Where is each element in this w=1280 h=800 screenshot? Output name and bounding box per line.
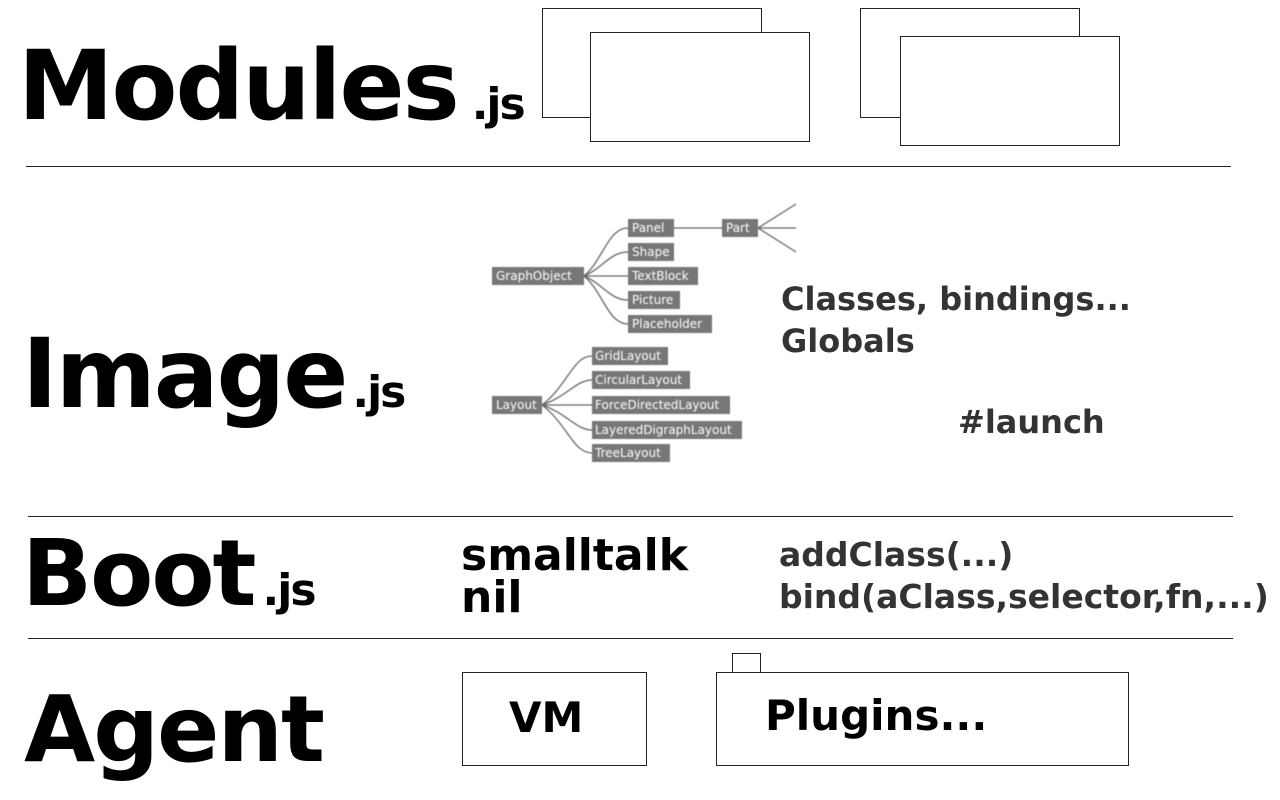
node-part bbox=[722, 219, 758, 237]
node-layereddigraphlayout-label: LayeredDigraphLayout bbox=[595, 423, 732, 437]
node-graphobject bbox=[492, 267, 584, 285]
boot-name: Boot bbox=[22, 520, 257, 627]
image-classes-text: Classes, bindings... bbox=[781, 280, 1131, 318]
plugins-tab bbox=[732, 653, 761, 674]
plugins-label: Plugins... bbox=[765, 691, 988, 740]
modules-name: Modules bbox=[18, 30, 460, 142]
divider-1 bbox=[26, 166, 1231, 167]
boot-nil-text: nil bbox=[461, 572, 523, 623]
class-hierarchy-diagram: GraphObject Panel Shape TextBlock Pictur… bbox=[492, 203, 797, 462]
node-picture-label: Picture bbox=[632, 293, 673, 307]
boot-title: Boot.js bbox=[22, 528, 317, 620]
node-shape-label: Shape bbox=[632, 245, 670, 259]
node-placeholder bbox=[628, 315, 712, 333]
modules-ext: .js bbox=[471, 79, 526, 130]
image-title: Image.js bbox=[22, 326, 406, 422]
node-layout bbox=[492, 396, 542, 414]
module-box-front-2 bbox=[900, 36, 1120, 146]
node-graphobject-label: GraphObject bbox=[496, 269, 572, 283]
divider-2 bbox=[28, 516, 1233, 517]
node-forcedirectedlayout-label: ForceDirectedLayout bbox=[595, 398, 719, 412]
boot-smalltalk-text: smalltalk bbox=[461, 530, 688, 581]
node-placeholder-label: Placeholder bbox=[632, 317, 702, 331]
image-ext: .js bbox=[352, 367, 406, 418]
node-picture bbox=[628, 291, 680, 309]
image-launch-text: #launch bbox=[958, 403, 1105, 441]
node-treelayout-label: TreeLayout bbox=[594, 446, 661, 460]
node-textblock-label: TextBlock bbox=[631, 269, 689, 283]
node-gridlayout-label: GridLayout bbox=[595, 349, 661, 363]
node-layout-label: Layout bbox=[496, 398, 537, 412]
node-treelayout bbox=[592, 444, 670, 462]
boot-ext: .js bbox=[262, 565, 317, 616]
node-panel-label: Panel bbox=[632, 221, 664, 235]
node-circularlayout-label: CircularLayout bbox=[595, 373, 682, 387]
modules-title: Modules.js bbox=[18, 38, 526, 134]
module-box-front-1 bbox=[590, 32, 810, 142]
agent-title: Agent bbox=[24, 684, 325, 776]
agent-name: Agent bbox=[24, 676, 325, 783]
node-layereddigraphlayout bbox=[592, 421, 742, 439]
node-forcedirectedlayout bbox=[592, 396, 730, 414]
boot-addclass-text: addClass(...) bbox=[779, 535, 1014, 574]
plugins-box: Plugins... bbox=[716, 672, 1129, 766]
node-gridlayout bbox=[592, 347, 668, 365]
boot-bind-text: bind(aClass,selector,fn,...) bbox=[779, 577, 1269, 616]
image-globals-text: Globals bbox=[781, 322, 915, 360]
node-circularlayout bbox=[592, 371, 690, 389]
node-shape bbox=[628, 243, 674, 261]
vm-box: VM bbox=[462, 672, 647, 766]
node-textblock bbox=[628, 267, 698, 285]
divider-3 bbox=[28, 638, 1233, 639]
vm-label: VM bbox=[509, 693, 584, 742]
image-name: Image bbox=[22, 318, 348, 430]
node-panel bbox=[628, 219, 674, 237]
node-part-label: Part bbox=[726, 221, 750, 235]
